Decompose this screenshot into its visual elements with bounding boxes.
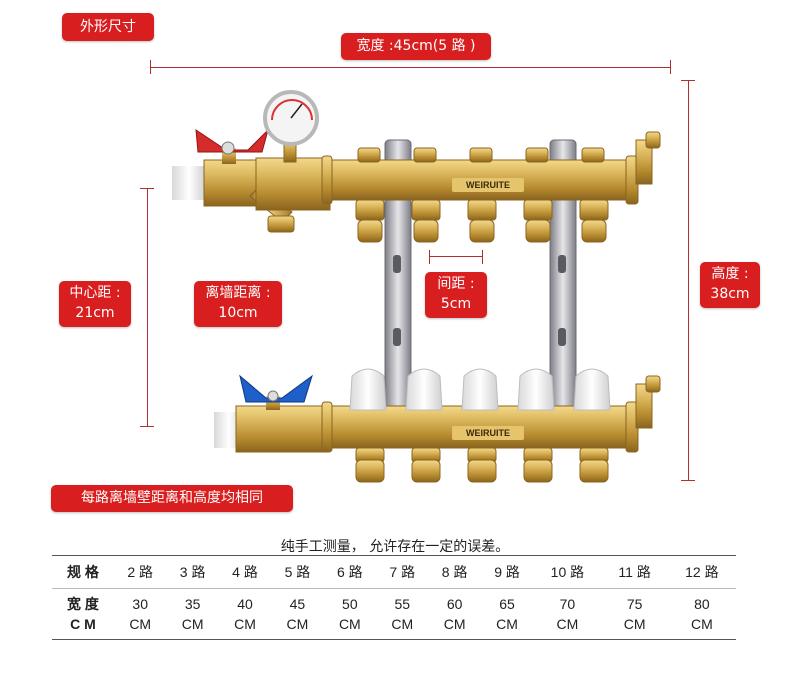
width-unit: CM [391, 616, 414, 632]
center-distance-tag: 中心距 : 21cm [59, 281, 131, 327]
section-title: 外形尺寸 [80, 19, 136, 35]
spec-cell: 12 路 [667, 555, 736, 589]
height-tag: 高度 : 38cm [700, 262, 760, 308]
width-unit: CM [286, 616, 309, 632]
white-pipe-bottom [214, 412, 244, 448]
width-value: 60 [446, 596, 463, 612]
spec-row: 规 格 2 路 3 路 4 路 5 路 6 路 7 路 8 路 9 路 10 路… [52, 555, 736, 589]
spec-cell: 7 路 [376, 555, 429, 589]
width-unit: CM [129, 616, 152, 632]
bracket-left [384, 139, 412, 441]
spacing-label: 间距 : [437, 276, 475, 292]
width-value: 35 [184, 596, 201, 612]
bracket-right [549, 139, 577, 441]
footnote-text: 每路离墙壁距离和高度均相同 [81, 490, 263, 506]
footnote-tag: 每路离墙壁距离和高度均相同 [51, 485, 293, 512]
width-dimension-line [150, 67, 670, 68]
width-value: 75 [626, 596, 643, 612]
width-dimension-tick-left [150, 60, 151, 74]
measurement-note: 纯手工测量， 允许存在一定的误差。 [280, 539, 510, 555]
width-header: 宽 度 C M [52, 588, 114, 640]
width-value: 80 [694, 596, 710, 612]
wall-distance-value: 10cm [218, 305, 258, 321]
spec-cell: 4 路 [218, 555, 272, 589]
width-unit: CM [496, 616, 518, 632]
spacing-tick-left [429, 250, 430, 264]
spacing-tick-right [482, 250, 483, 264]
center-distance-tick-top [140, 188, 154, 189]
wall-distance-label: 离墙距离 : [205, 285, 271, 301]
center-distance-value: 21cm [75, 305, 115, 321]
spec-cell: 5 路 [271, 555, 324, 589]
spec-cell: 11 路 [601, 555, 668, 589]
width-unit: CM [690, 616, 713, 632]
width-value: 65 [499, 596, 515, 612]
width-header-l1: 宽 度 [67, 596, 99, 612]
brand-label-top: WEIRUITE [466, 180, 510, 190]
width-unit: CM [623, 616, 646, 632]
pressure-gauge [263, 90, 319, 146]
width-unit: CM [338, 616, 361, 632]
wall-distance-tag: 离墙距离 : 10cm [194, 281, 282, 327]
spec-cell: 3 路 [166, 555, 219, 589]
spacing-dimension-line [429, 256, 482, 257]
spacing-tag: 间距 : 5cm [425, 272, 487, 318]
height-value: 38cm [710, 286, 750, 302]
width-dimension-tick-right [670, 60, 671, 74]
center-distance-tick-bottom [140, 426, 154, 427]
spec-cell: 9 路 [480, 555, 534, 589]
width-unit: CM [443, 616, 466, 632]
section-title-tag: 外形尺寸 [62, 13, 154, 41]
spec-cell: 6 路 [323, 555, 377, 589]
width-value: 50 [342, 596, 358, 612]
width-label: 宽度 :45cm(5 路 ) [356, 38, 476, 54]
width-value: 40 [237, 596, 253, 612]
width-header-l2: C M [70, 616, 96, 632]
white-pipe-top [172, 166, 206, 200]
spec-table: 规 格 2 路 3 路 4 路 5 路 6 路 7 路 8 路 9 路 10 路… [52, 555, 736, 640]
width-value: 55 [394, 596, 411, 612]
spacing-value: 5cm [440, 296, 472, 312]
center-distance-label: 中心距 : [69, 285, 121, 301]
width-unit: CM [234, 616, 256, 632]
width-unit: CM [181, 616, 204, 632]
height-tick-top [681, 80, 695, 81]
width-tag: 宽度 :45cm(5 路 ) [341, 33, 491, 60]
brand-label-bottom: WEIRUITE [466, 428, 510, 438]
spec-header: 规 格 [52, 555, 114, 589]
spec-cell: 8 路 [428, 555, 481, 589]
height-tick-bottom [681, 480, 695, 481]
spec-cell: 10 路 [533, 555, 602, 589]
width-value: 70 [559, 596, 576, 612]
height-label: 高度 : [711, 266, 749, 282]
height-dimension-line [688, 80, 689, 480]
spec-cell: 2 路 [114, 555, 167, 589]
center-distance-line [147, 188, 148, 426]
width-unit: CM [556, 616, 579, 632]
width-value: 30 [132, 596, 148, 612]
width-value: 45 [289, 596, 306, 612]
